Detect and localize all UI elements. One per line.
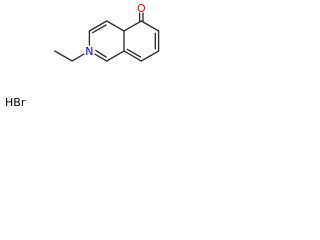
nitrogen-atom-label: N (85, 45, 93, 58)
bond-ch2-ch3 (54, 50, 73, 62)
bond-n2-c1 (94, 53, 108, 62)
bond-c1-c8a (106, 50, 125, 62)
chemical-structure: O N HBr (5, 2, 160, 109)
ring-bonds (54, 12, 160, 62)
oxygen-atom-label: O (137, 2, 146, 15)
bond-c5-c6 (140, 20, 160, 32)
bond-n2-c1-double (95, 49, 107, 58)
bond-n2-ch2 (71, 53, 85, 62)
bond-c4-c3-double (91, 24, 107, 34)
bond-c4a-c5 (123, 20, 142, 32)
bond-c8-c8a-double (126, 48, 142, 58)
bond-c7-c8 (140, 50, 160, 62)
bond-c4-c3 (88, 20, 108, 32)
bond-c8-c8a (123, 50, 142, 62)
hbr-salt-label: HBr (5, 96, 26, 109)
bond-c4a-c4 (106, 20, 125, 32)
